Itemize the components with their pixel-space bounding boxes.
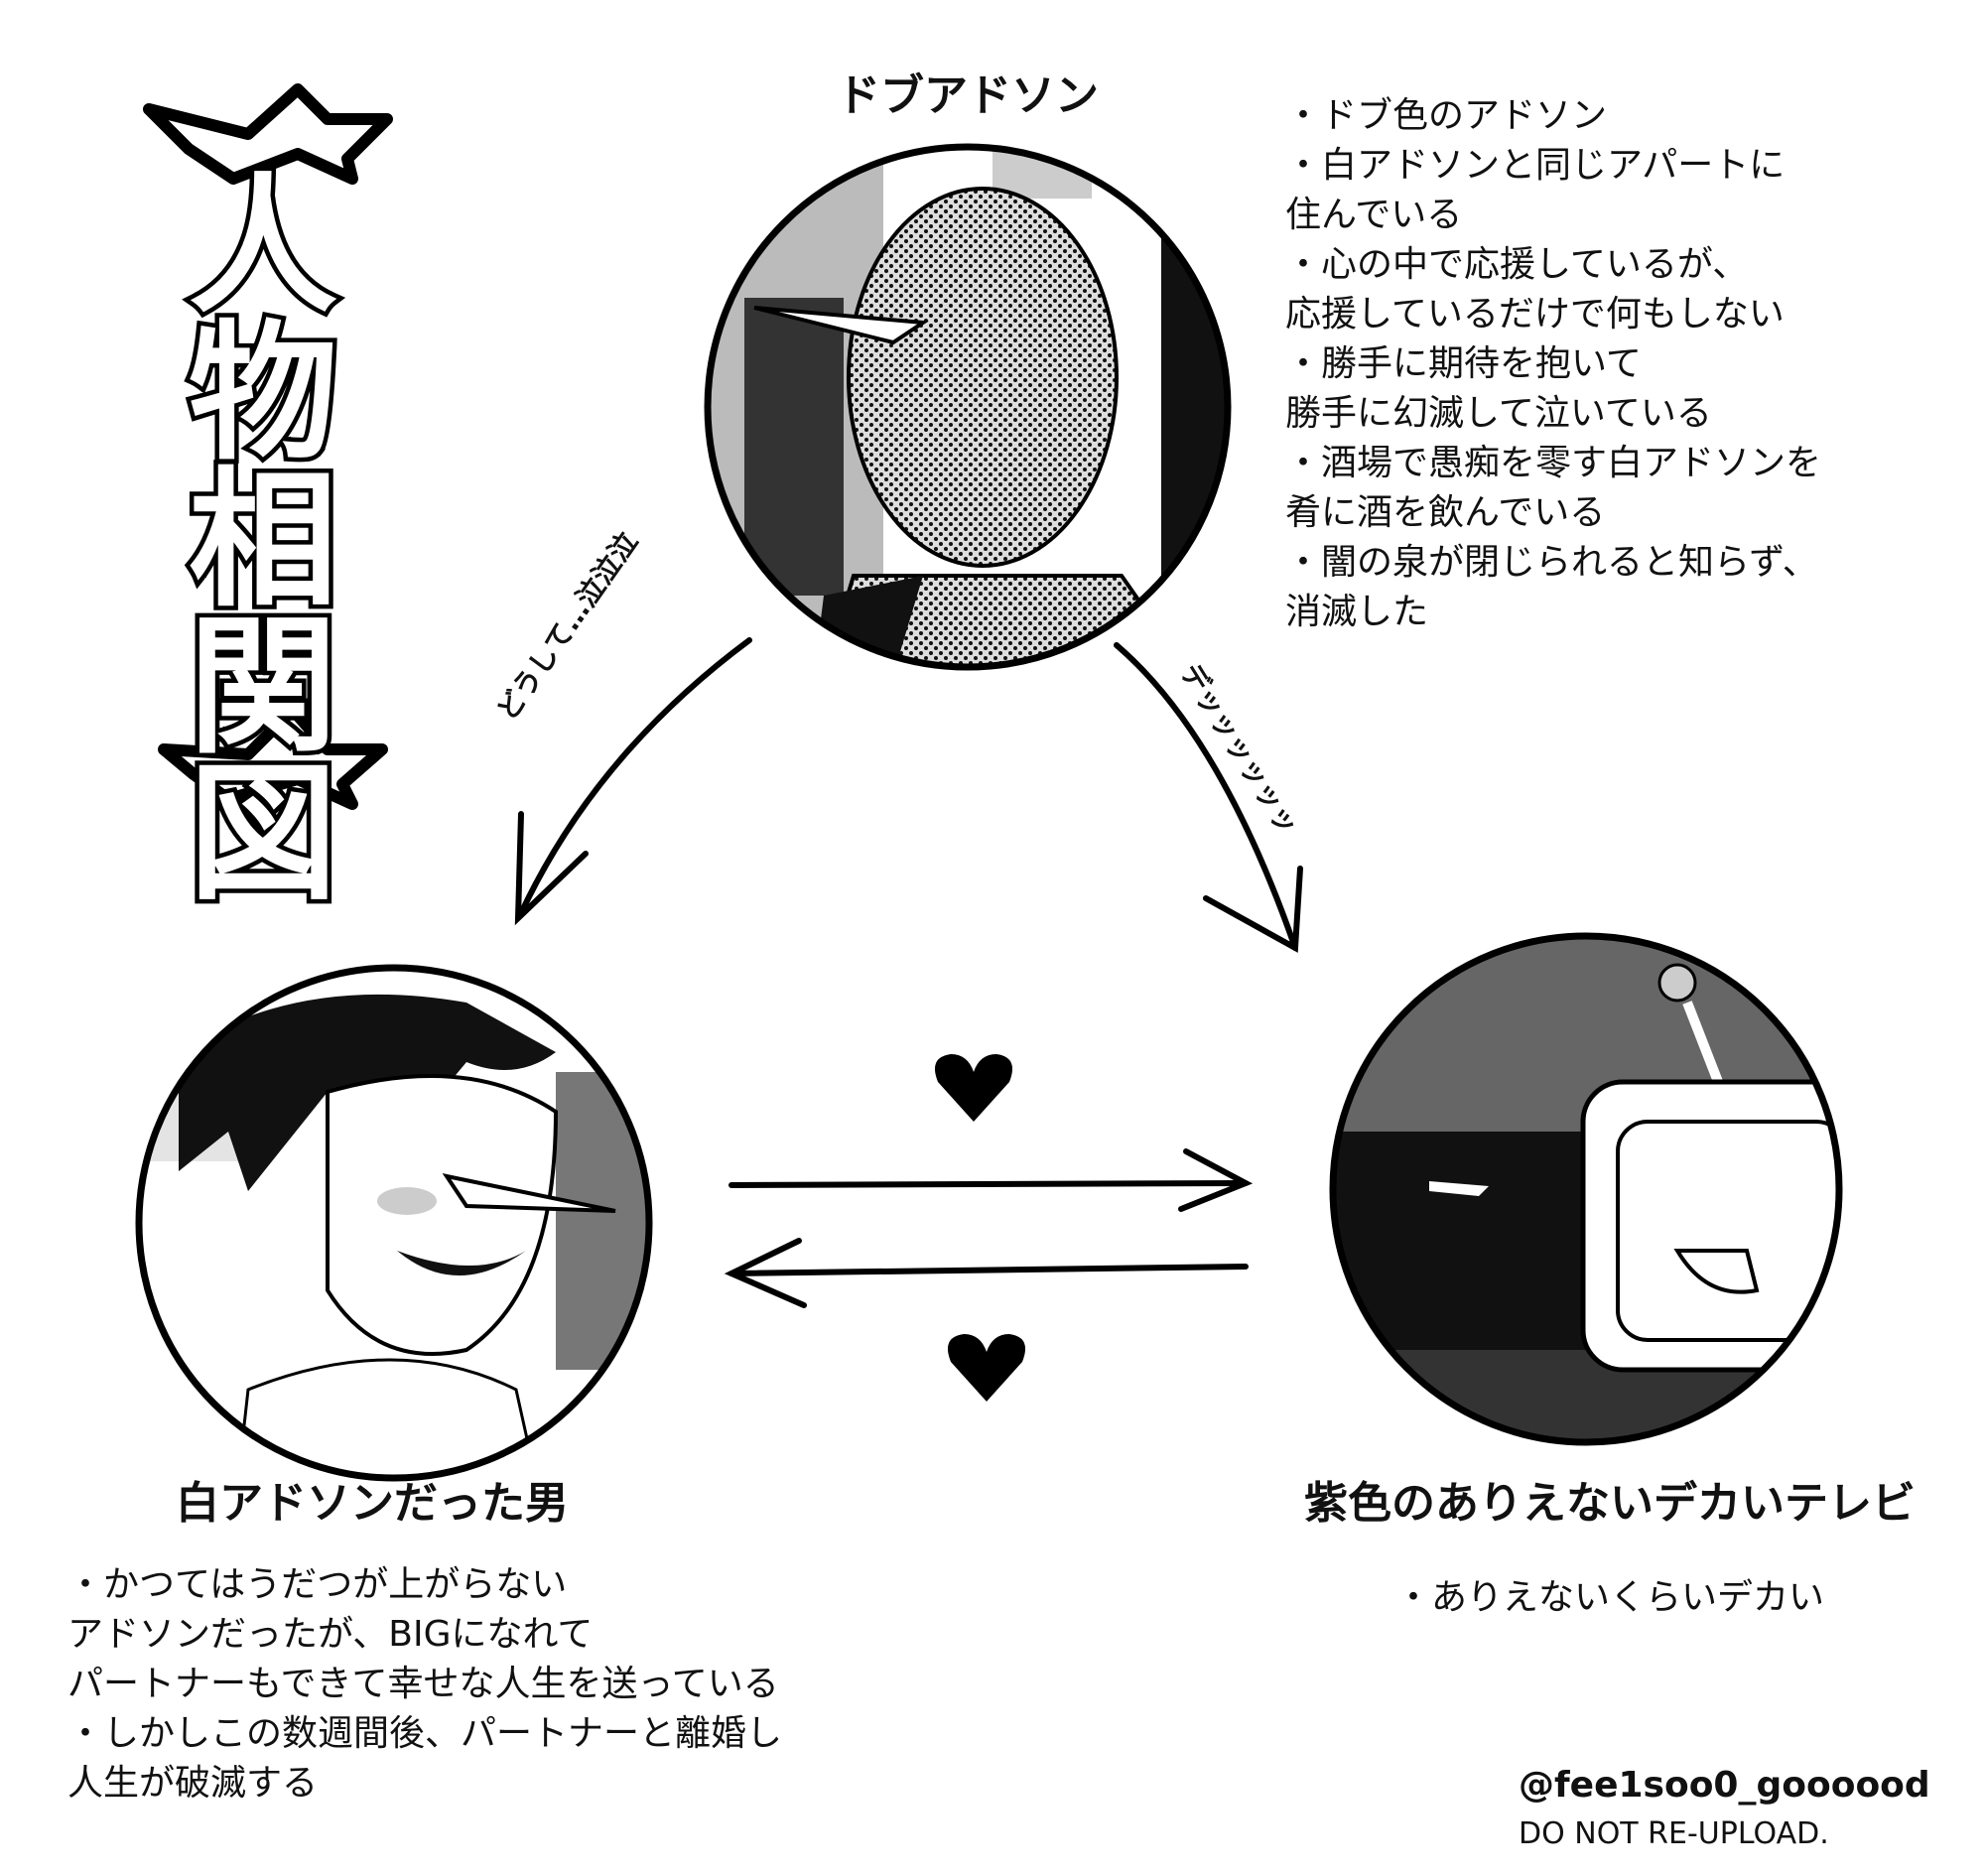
description-line: ・ありえないくらいデカい (1394, 1577, 1825, 1618)
description-line: ・闇の泉が閉じられると知らず、 (1285, 542, 1818, 583)
arrow-top-to-right (1114, 642, 1303, 953)
arrow-left-to-right (728, 1148, 1254, 1212)
description-line: ・勝手に期待を抱いて (1285, 343, 1642, 384)
description-line: 人生が破滅する (67, 1763, 319, 1804)
description-line: ・心の中で応援しているが、 (1285, 244, 1749, 285)
heart-icon-top (934, 1054, 1013, 1122)
watermark-handle: @fee1soo0_goooood (1519, 1765, 1930, 1806)
portrait-frame-right (1329, 932, 1843, 1446)
portrait-frame-left (135, 964, 653, 1482)
character-name-top: ドブアドソン (837, 70, 1099, 121)
portrait-white-adson-man (139, 968, 649, 1478)
character-name-right: 紫色のありえないデカいテレビ (1304, 1478, 1916, 1529)
description-line: アドソンだったが、BIGになれて (67, 1614, 594, 1655)
description-line: 勝手に幻滅して泣いている (1285, 393, 1712, 434)
description-line: ・白アドソンと同じアパートに (1285, 145, 1786, 186)
description-line: 応援しているだけで何もしない (1285, 294, 1785, 335)
description-line: ・かつてはうだつが上がらない (67, 1564, 568, 1605)
character-description-left: ・かつてはうだつが上がらない アドソンだったが、BIGになれて パートナーもでき… (67, 1560, 782, 1809)
portrait-purple-giant-tv (1333, 936, 1839, 1442)
portrait-frame-top (704, 143, 1232, 671)
character-description-top: ・ドブ色のアドソン ・白アドソンと同じアパートに 住んでいる ・心の中で応援して… (1285, 91, 1821, 637)
description-line: ・ドブ色のアドソン (1285, 95, 1608, 136)
watermark-notice: DO NOT RE-UPLOAD. (1519, 1816, 1829, 1851)
star-icon-top (143, 83, 393, 185)
description-line: 肴に酒を飲んでいる (1285, 492, 1606, 533)
page-title: 人物相関図 (184, 161, 341, 921)
description-line: パートナーもできて幸せな人生を送っている (67, 1664, 779, 1704)
description-line: 消滅した (1285, 592, 1429, 632)
character-name-left: 白アドソンだった男 (176, 1478, 569, 1529)
arrow-right-to-left (724, 1238, 1249, 1308)
portrait-dobu-adson (708, 147, 1228, 667)
description-line: ・酒場で愚痴を零す白アドソンを (1285, 443, 1822, 483)
description-line: ・しかしこの数週間後、パートナーと離婚し (67, 1713, 783, 1754)
character-description-right: ・ありえないくらいデカい (1395, 1573, 1824, 1623)
star-icon-bottom (158, 704, 388, 810)
heart-icon-bottom (947, 1334, 1026, 1402)
description-line: 住んでいる (1285, 195, 1463, 235)
arrow-top-to-left (514, 637, 752, 926)
